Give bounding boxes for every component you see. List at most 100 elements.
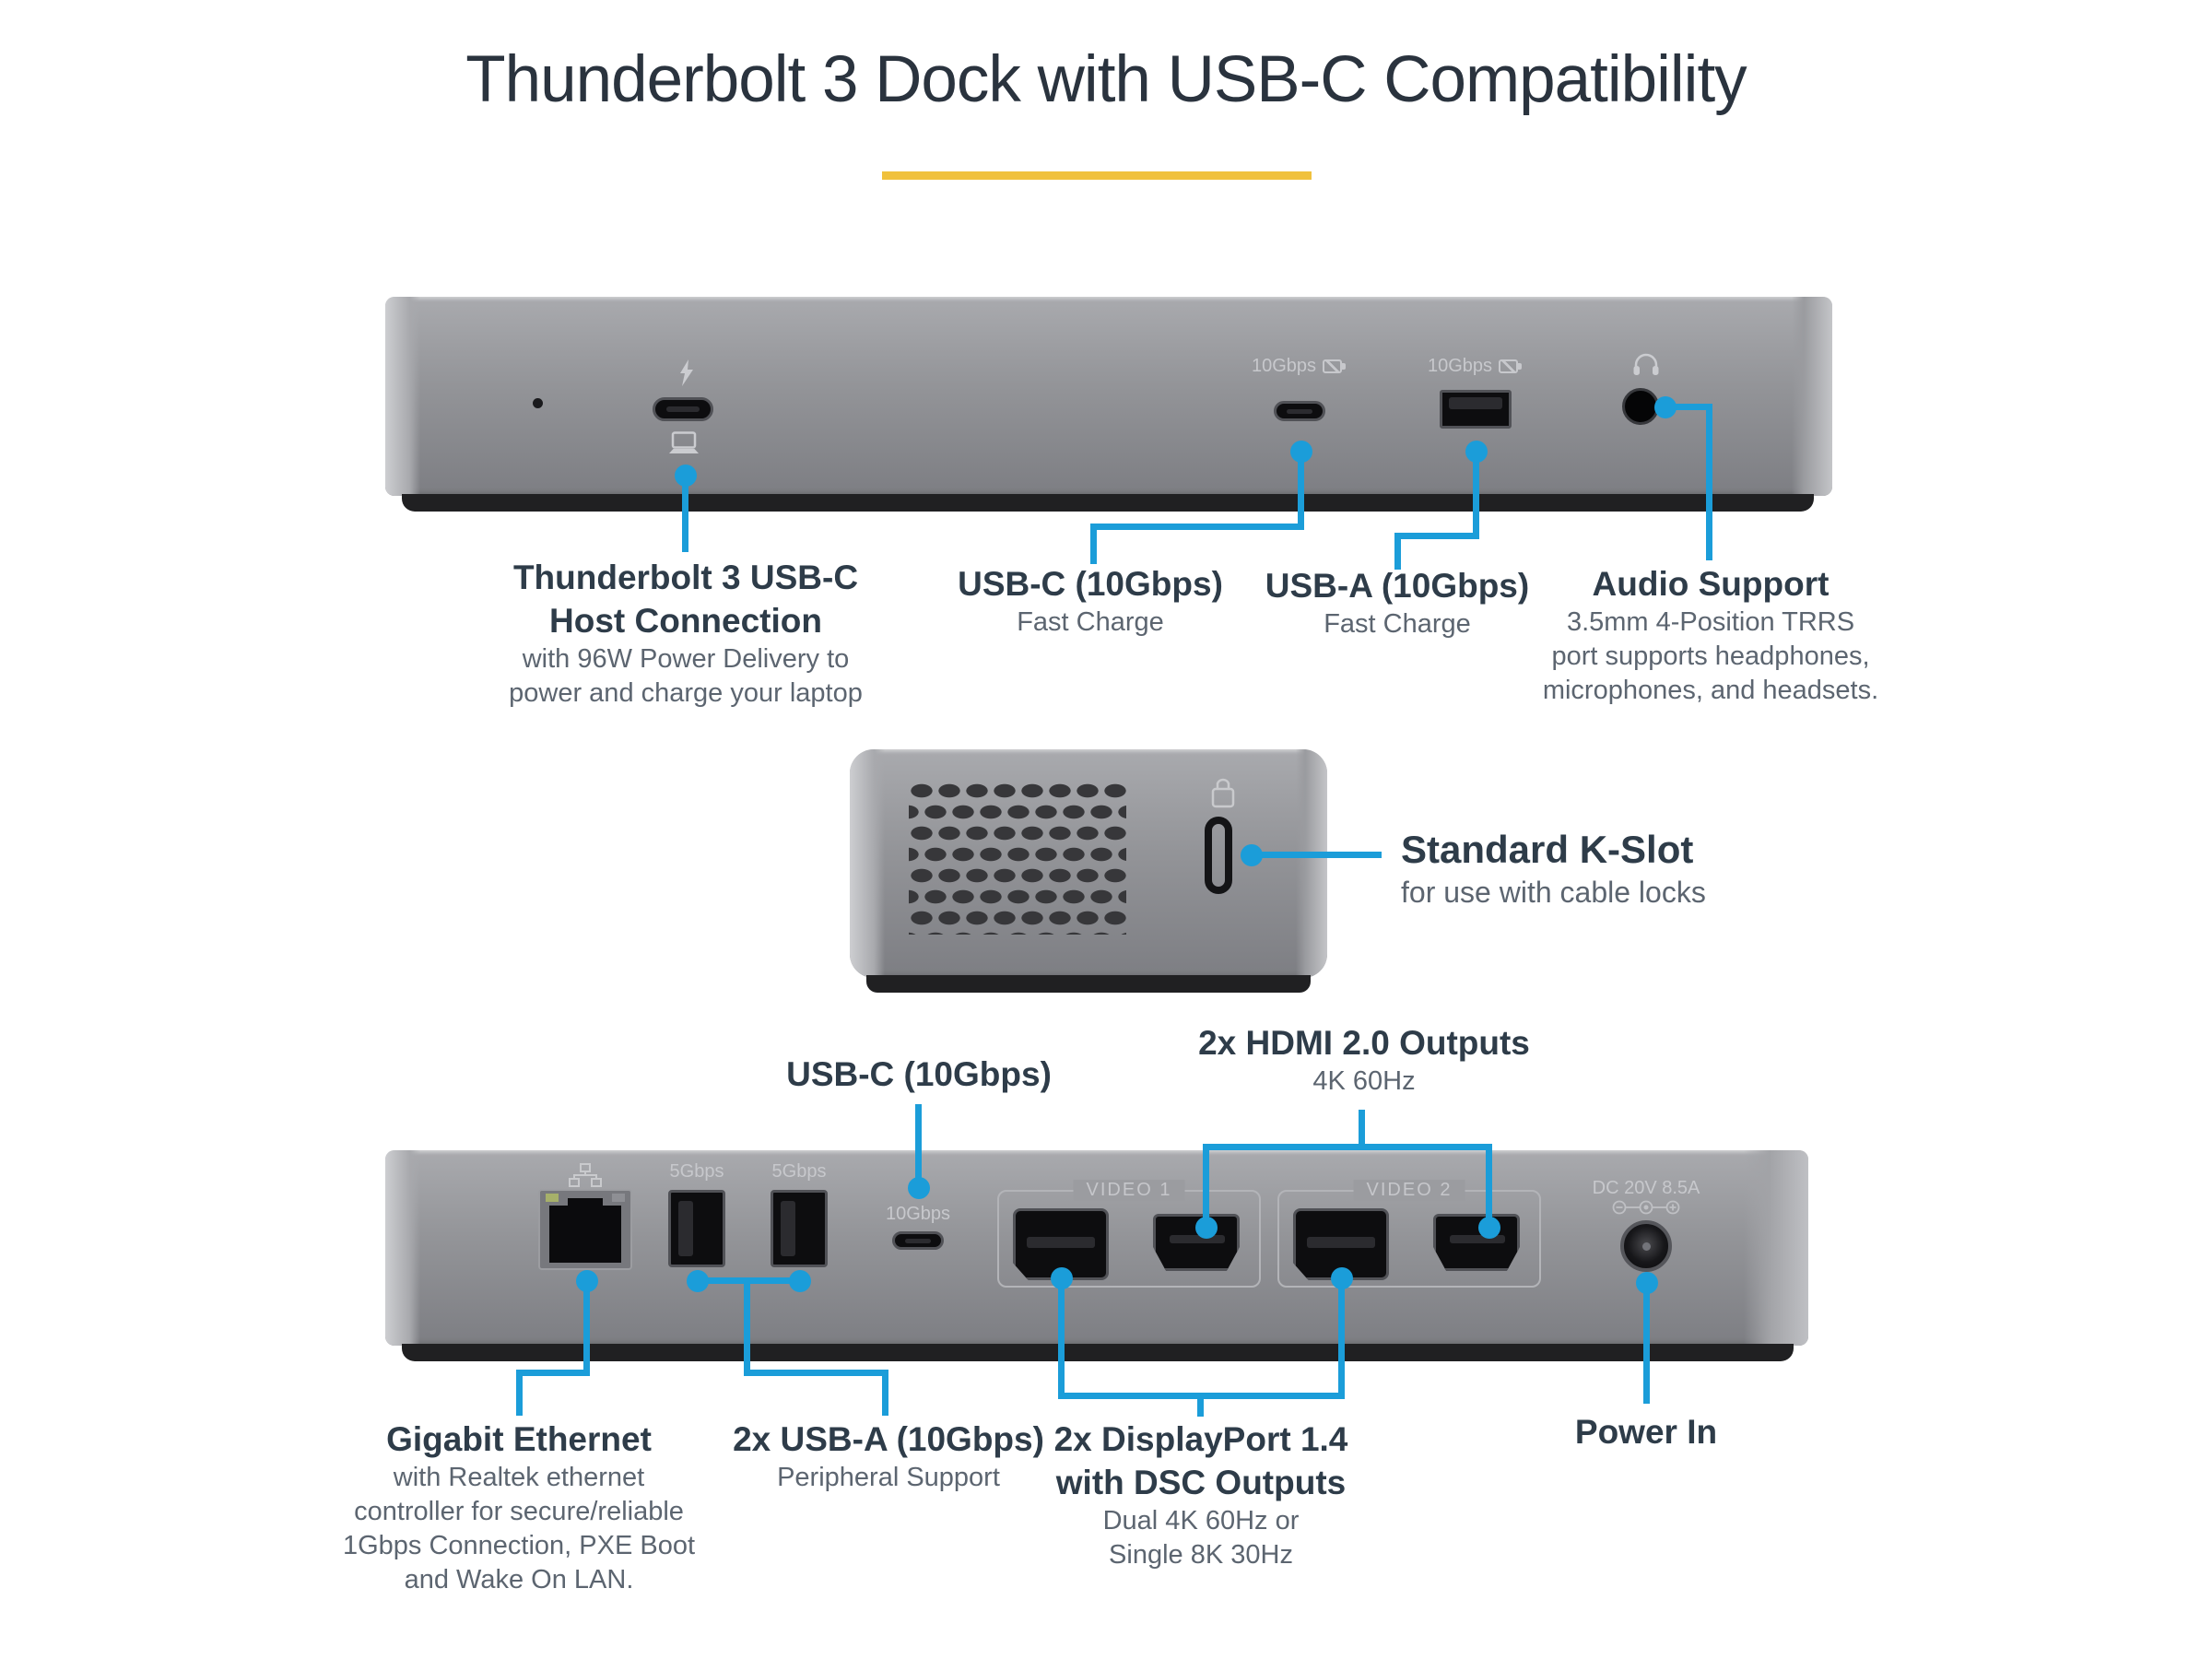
dc-jack-pin <box>1642 1242 1651 1251</box>
callout-sub: 4K 60Hz <box>1312 1066 1416 1096</box>
callout-sub: with 96W Power Delivery to <box>522 644 850 674</box>
callout-usbc-front-label: USB-C (10Gbps) Fast Charge <box>860 562 1321 640</box>
callout-sub: Fast Charge <box>1017 607 1164 637</box>
callout-usba-rear-label: 2x USB-A (10Gbps) Peripheral Support <box>658 1418 1119 1495</box>
rear-usbc-speed-label: 10Gbps <box>863 1204 973 1225</box>
rear-usba2-speed-text: 5Gbps <box>771 1161 827 1182</box>
callout-line <box>516 1370 523 1416</box>
callout-kslot-label: Standard K-Slot for use with cable locks <box>1401 826 1917 911</box>
callout-line <box>1251 852 1382 858</box>
callout-line <box>747 1370 888 1376</box>
rear-usba1-speed-text: 5Gbps <box>669 1161 724 1182</box>
callout-title: 2x USB-A (10Gbps) <box>733 1420 1044 1458</box>
callout-dot <box>1654 396 1677 418</box>
callout-sub: 1Gbps Connection, PXE Boot <box>342 1531 696 1560</box>
dock-front-panel <box>385 297 1832 496</box>
callout-dot <box>687 1270 709 1292</box>
ethernet-led-left <box>546 1194 559 1202</box>
dock-side-base <box>866 975 1311 993</box>
callout-dot <box>1636 1272 1658 1294</box>
callout-title: USB-A (10Gbps) <box>1265 567 1530 605</box>
callout-dot <box>789 1270 811 1292</box>
callout-title: Standard K-Slot <box>1401 828 1694 871</box>
callout-line <box>1665 404 1712 410</box>
callout-title: Gigabit Ethernet <box>386 1420 652 1458</box>
callout-sub: microphones, and headsets. <box>1542 676 1879 705</box>
rear-left-bevel <box>385 1150 420 1346</box>
rear-right-bevel <box>1744 1150 1808 1346</box>
callout-line <box>1643 1282 1650 1404</box>
k-slot <box>1205 817 1232 894</box>
callout-title: 2x HDMI 2.0 Outputs <box>1198 1024 1530 1062</box>
callout-sub: Peripheral Support <box>777 1463 1000 1492</box>
callout-dot <box>1290 441 1312 463</box>
front-usba-speed-text: 10Gbps <box>1427 356 1493 376</box>
polarity-icon <box>1611 1198 1681 1221</box>
callout-sub: and Wake On LAN. <box>404 1565 634 1594</box>
audio-jack <box>1622 388 1659 425</box>
callout-line <box>1090 524 1097 564</box>
front-usbc-speed-text: 10Gbps <box>1251 356 1317 376</box>
callout-title: Power In <box>1574 1413 1718 1451</box>
dc-power-text: DC 20V 8.5A <box>1592 1178 1700 1198</box>
callout-dot <box>1051 1267 1073 1289</box>
front-usbc-speed-label: 10Gbps <box>1226 356 1373 377</box>
callout-line <box>744 1280 750 1376</box>
callout-sub: 3.5mm 4-Position TRRS <box>1566 607 1855 637</box>
thunderbolt-icon <box>678 359 695 394</box>
callout-line <box>1298 451 1304 530</box>
callout-audio-label: Audio Support 3.5mm 4-Position TRRS port… <box>1476 562 1946 708</box>
callout-line <box>1359 1110 1365 1150</box>
callout-thunderbolt-label: Thunderbolt 3 USB-C Host Connection with… <box>409 556 962 711</box>
callout-hdmi-label: 2x HDMI 2.0 Outputs 4K 60Hz <box>1134 1021 1594 1099</box>
hdmi-port-2 <box>1433 1214 1520 1271</box>
rear-usba1-speed-label: 5Gbps <box>641 1161 752 1182</box>
ethernet-port <box>538 1189 632 1270</box>
front-right-bevel <box>1792 297 1832 496</box>
dc-power-label: DC 20V 8.5A <box>1554 1178 1738 1199</box>
ethernet-port-cavity <box>549 1206 621 1263</box>
thunderbolt-port <box>653 397 713 421</box>
rear-usbc-port <box>892 1231 944 1250</box>
callout-sub: Single 8K 30Hz <box>1109 1540 1293 1570</box>
callout-dot <box>1331 1267 1353 1289</box>
laptop-icon <box>667 431 700 460</box>
dc-power-jack <box>1620 1220 1672 1272</box>
callout-dot <box>1478 1217 1500 1239</box>
reset-pinhole <box>533 398 543 408</box>
callout-line <box>1090 524 1304 530</box>
callout-line <box>915 1104 922 1180</box>
callout-ethernet-label: Gigabit Ethernet with Realtek ethernet c… <box>288 1418 749 1597</box>
callout-line <box>1473 451 1479 539</box>
callout-dot <box>1465 441 1488 463</box>
front-usba-port <box>1440 390 1512 429</box>
page-title: Thunderbolt 3 Dock with USB-C Compatibil… <box>465 43 1747 116</box>
callout-line <box>1203 1144 1492 1150</box>
callout-title: Thunderbolt 3 USB-C <box>512 559 859 596</box>
fast-charge-battery-icon <box>1323 359 1347 374</box>
callout-power-label: Power In <box>1462 1410 1830 1453</box>
side-left-bevel <box>850 749 885 978</box>
callout-title: USB-C (10Gbps) <box>958 565 1223 603</box>
callout-sub: Fast Charge <box>1324 609 1471 639</box>
callout-line <box>682 475 688 552</box>
vent-holes <box>909 782 1126 935</box>
callout-displayport-label: 2x DisplayPort 1.4 with DSC Outputs Dual… <box>971 1418 1431 1572</box>
callout-line <box>583 1280 590 1376</box>
fast-charge-battery-icon <box>1499 359 1524 374</box>
callout-dot <box>1195 1217 1218 1239</box>
video1-label: VIDEO 1 <box>1073 1180 1185 1201</box>
callout-title: Audio Support <box>1592 565 1830 603</box>
callout-line <box>1338 1277 1345 1399</box>
front-left-bevel <box>385 297 420 496</box>
video1-group: VIDEO 1 <box>997 1180 1261 1288</box>
headset-icon <box>1632 352 1660 382</box>
front-usba-speed-label: 10Gbps <box>1402 356 1549 377</box>
callout-sub: power and charge your laptop <box>509 678 863 708</box>
callout-line <box>516 1370 590 1376</box>
callout-line <box>1197 1393 1204 1417</box>
callout-dot <box>576 1270 598 1292</box>
callout-line <box>1394 533 1401 570</box>
callout-line <box>1203 1144 1209 1229</box>
